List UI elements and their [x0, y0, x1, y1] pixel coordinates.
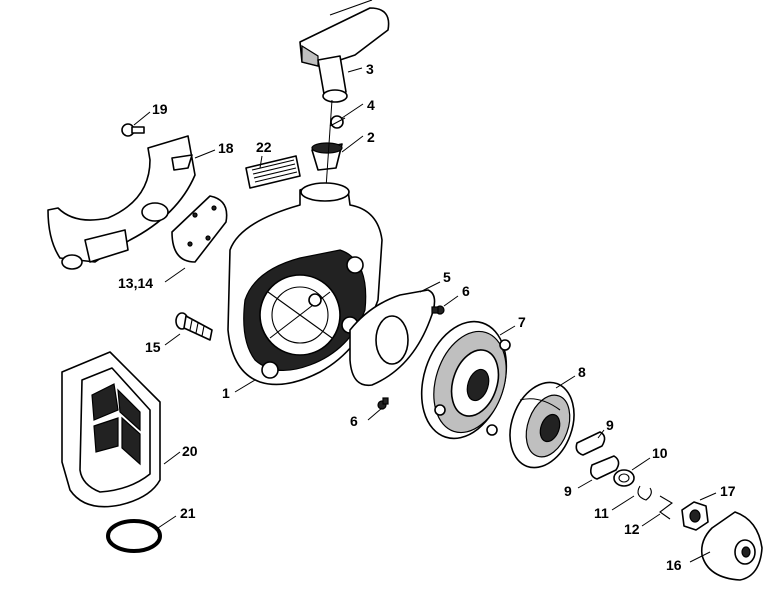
hex-nut [681, 501, 709, 531]
o-ring [106, 519, 162, 553]
leader-lines [133, 67, 717, 563]
callout-1: 1 [222, 385, 230, 401]
label-plate [245, 155, 301, 189]
starter-rope [325, 99, 333, 189]
housing-bolt [175, 312, 213, 341]
fan-housing [227, 182, 383, 386]
callout-16: 16 [666, 557, 682, 573]
callout-2: 2 [367, 129, 375, 145]
plate-screw-upper [431, 305, 445, 315]
housing-cover [47, 135, 196, 270]
rope-rotor [420, 320, 511, 440]
plate-screw-lower [377, 397, 389, 410]
air-filter [61, 351, 161, 508]
callout-9-lower: 9 [564, 483, 572, 499]
pawl-lower [590, 455, 620, 480]
callout-13-14: 13,14 [118, 275, 153, 291]
callout-11: 11 [594, 505, 609, 521]
pawl-upper [575, 431, 606, 456]
spring-wire [659, 495, 673, 520]
callout-15: 15 [145, 339, 161, 355]
decal-gasket [171, 195, 228, 263]
cover-screw [121, 123, 145, 137]
callout-12: 12 [624, 521, 640, 537]
callout-labels: 3 4 2 19 18 22 13,14 15 1 5 6 6 7 8 9 9 … [118, 61, 736, 573]
callout-19: 19 [152, 101, 168, 117]
callout-4: 4 [367, 97, 375, 113]
callout-10: 10 [652, 445, 668, 461]
callout-17: 17 [720, 483, 736, 499]
callout-21: 21 [180, 505, 196, 521]
callout-7: 7 [518, 314, 526, 330]
callout-22: 22 [256, 139, 272, 155]
callout-6-lower: 6 [350, 413, 358, 429]
callout-8: 8 [578, 364, 586, 380]
callout-20: 20 [182, 443, 198, 459]
washer [613, 469, 635, 487]
rewind-spring [509, 381, 575, 469]
starter-cap [700, 511, 763, 581]
rope-guide-bush [311, 142, 343, 171]
spring-clip [637, 485, 652, 501]
guide-plate [349, 289, 436, 387]
callout-6-upper: 6 [462, 283, 470, 299]
callout-3: 3 [366, 61, 374, 77]
callout-9-upper: 9 [606, 417, 614, 433]
starter-handle [299, 0, 390, 103]
callout-5: 5 [443, 269, 451, 285]
callout-18: 18 [218, 140, 234, 156]
